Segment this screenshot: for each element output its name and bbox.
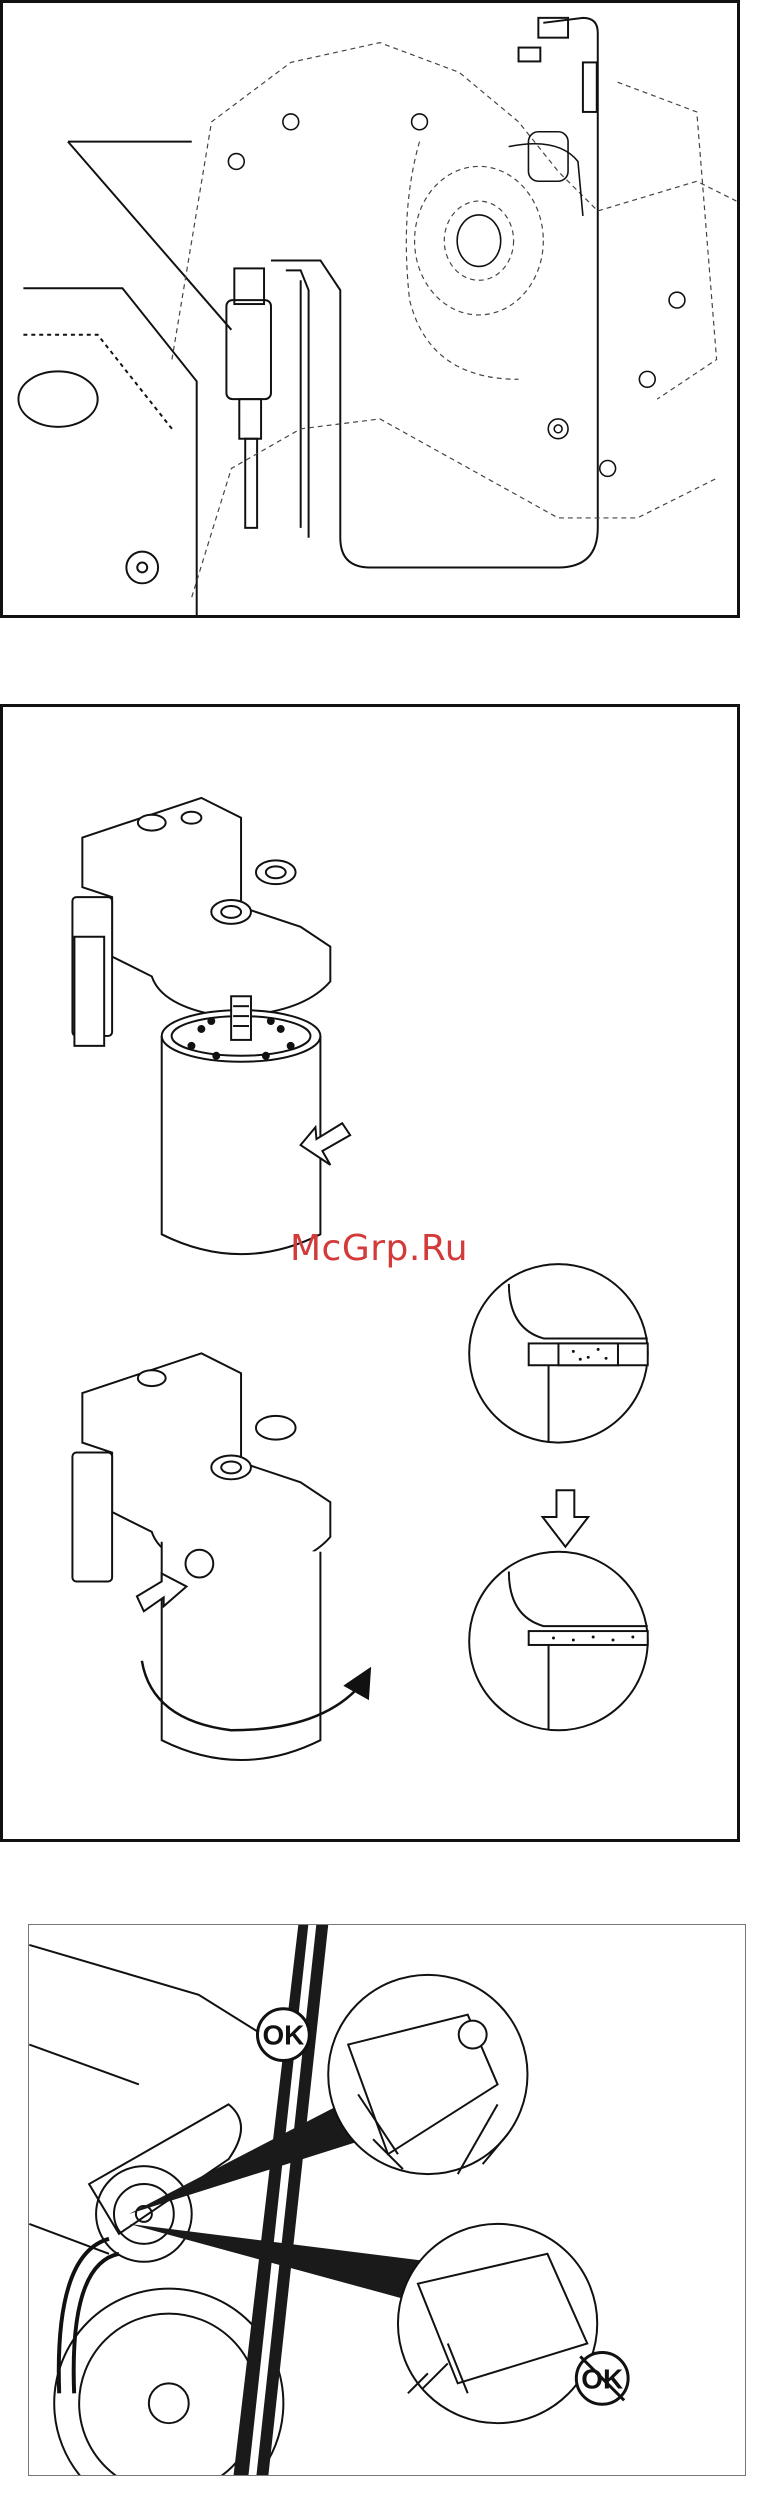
ok-label: OK (262, 2020, 304, 2051)
fuel-filter-replacement-illustration (0, 704, 740, 1842)
filter-cartridge-upper (162, 1036, 321, 1254)
engine-fuel-line-illustration (0, 0, 740, 618)
belt-tension-illustration: OK OK (28, 1924, 746, 2476)
fuel-pipe (271, 18, 598, 568)
filter-drawing (3, 707, 737, 1839)
not-ok-label: OK (581, 2363, 623, 2394)
tank-outline (23, 288, 196, 615)
watermark-text: McGrp.Ru (290, 1228, 468, 1269)
tensioner-pulley (96, 2166, 192, 2262)
filter-head-lower (82, 1353, 330, 1571)
filter-head-upper (82, 798, 330, 1016)
filter-cartridge-lower (162, 1542, 321, 1760)
leader-line-diag (68, 142, 231, 330)
engine-drawing (3, 3, 737, 615)
inline-filter (226, 300, 271, 399)
down-arrow-icon (543, 1490, 589, 1547)
belt-drawing: OK OK (29, 1925, 745, 2475)
